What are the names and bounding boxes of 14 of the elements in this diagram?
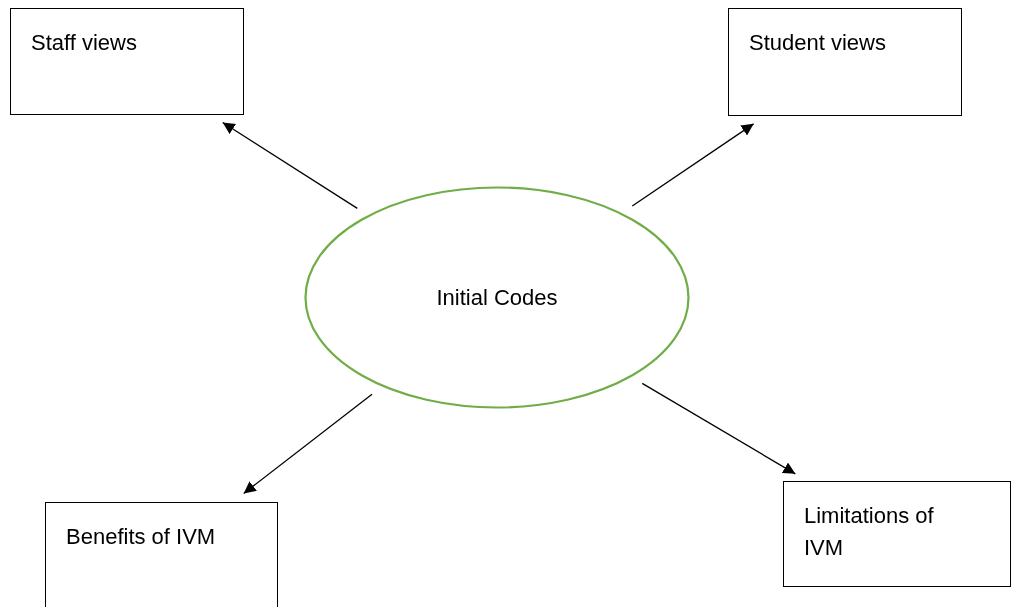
text-box: [10, 8, 244, 115]
node-label: Limitations of IVM: [804, 502, 935, 562]
node-label: Staff views: [31, 29, 138, 57]
arrow: [641, 382, 796, 475]
text-box: [45, 502, 278, 607]
node-label: Student views: [749, 29, 887, 57]
arrow: [222, 121, 358, 210]
arrow: [631, 123, 755, 207]
node-label: Benefits of IVM: [66, 523, 217, 551]
ellipse-node: [304, 186, 690, 409]
text-box: [728, 8, 962, 116]
text-box: [783, 481, 1011, 587]
arrow: [243, 393, 373, 495]
node-label: Initial Codes: [435, 284, 559, 311]
